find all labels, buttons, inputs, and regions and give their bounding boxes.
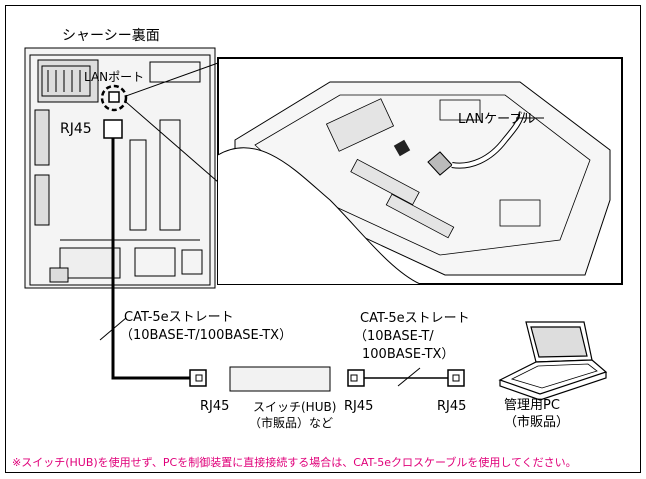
crossover-cable-note: ※スイッチ(HUB)を使用せず、PCを制御装置に直接接続する場合は、CAT-5e… [12, 456, 577, 469]
switch-hub-box [229, 366, 331, 392]
lan-port-highlight [100, 84, 128, 139]
pc-note-label: （市販品） [504, 415, 570, 430]
laptop-pc-icon [498, 321, 608, 401]
cable1-spec-label: （10BASE-T/100BASE-TX） [120, 328, 293, 343]
lan-port-label: LANポート [84, 70, 145, 84]
cable2-spec-label-1: （10BASE-T/ [354, 329, 434, 344]
rj45-left-label: RJ45 [200, 399, 230, 414]
cable2-type-label: CAT-5eストレート [360, 311, 470, 326]
rj45-connector-left [189, 369, 207, 387]
switch-label: スイッチ(HUB) [253, 400, 337, 414]
rj45-connector-right [447, 369, 465, 387]
cable-switch-to-pc [364, 367, 448, 387]
switch-note-label: （市販品）など [249, 416, 334, 430]
rj45-mid-label: RJ45 [344, 399, 374, 414]
lan-cable-label: LANケーブル [458, 112, 536, 127]
cable1-type-label: CAT-5eストレート [124, 310, 234, 325]
rj45-chassis-label: RJ45 [60, 121, 92, 137]
cable2-spec-label-2: 100BASE-TX） [362, 347, 455, 362]
zoom-callout-lines [125, 62, 219, 183]
chassis-back-label: シャーシー裏面 [62, 28, 160, 44]
rj45-connector-mid [347, 369, 365, 387]
chassis-back-panel [24, 47, 216, 289]
pc-label: 管理用PC [504, 398, 560, 413]
cable-chassis-to-switch [99, 138, 190, 380]
zoom-detail-box [217, 57, 623, 285]
rj45-right-label: RJ45 [437, 399, 467, 414]
